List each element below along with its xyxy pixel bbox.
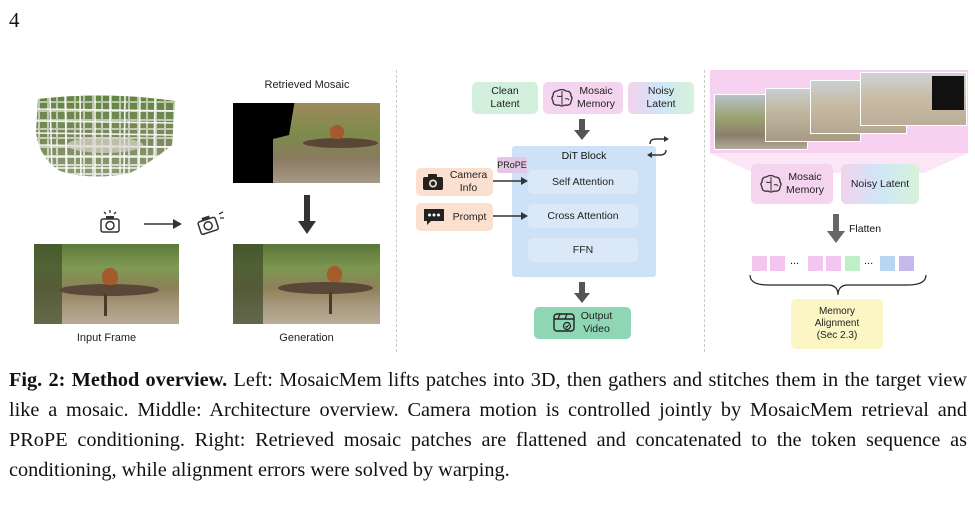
divider-left <box>396 70 397 352</box>
speech-bubble-icon <box>423 209 444 225</box>
page-number: 4 <box>9 8 20 32</box>
token-ellipsis: ... <box>790 255 800 267</box>
right-mosaic-memory-label: Mosaic Memory <box>786 171 824 196</box>
underbrace <box>749 274 927 296</box>
generation-image <box>233 244 380 324</box>
caption-body: Left: MosaicMem lifts patches into 3D, t… <box>9 369 968 481</box>
right-panel: Mosaic Memory Noisy Latent Flatten ... .… <box>708 60 975 360</box>
output-video-box: Output Video <box>534 307 631 339</box>
token <box>845 256 860 271</box>
token-ellipsis: ... <box>864 255 874 267</box>
retrieved-mosaic-label: Retrieved Mosaic <box>264 79 350 91</box>
camera-info-arrow <box>493 177 528 185</box>
prope-box: PRoPE <box>497 157 527 173</box>
output-video-label: Output Video <box>580 310 613 335</box>
token <box>752 256 767 271</box>
generation-label: Generation <box>279 332 334 344</box>
input-frame-label: Input Frame <box>76 332 137 344</box>
prompt-label: Prompt <box>452 210 487 223</box>
retrieved-mosaic-image <box>233 103 380 183</box>
brain-icon <box>760 174 782 193</box>
right-noisy-latent-box: Noisy Latent <box>841 164 919 204</box>
noisy-latent-box: Noisy Latent <box>628 82 694 114</box>
mosaic-memory-box: Mosaic Memory <box>543 82 623 114</box>
dit-block-label: DiT Block <box>561 150 607 162</box>
point-cloud-mosaic <box>35 94 176 178</box>
loop-arrows-icon <box>647 136 669 158</box>
token <box>899 256 914 271</box>
left-panel: Retrieved Mosaic Input F <box>0 60 395 360</box>
right-mosaic-memory-box: Mosaic Memory <box>751 164 833 204</box>
camera-info-box: Camera Info <box>416 168 493 196</box>
middle-panel: Clean Latent Mosaic Memory Noisy Latent … <box>400 60 705 360</box>
token <box>880 256 895 271</box>
input-frame-image <box>34 244 179 324</box>
ffn: FFN <box>528 238 638 262</box>
mosaic-memory-label: Mosaic Memory <box>577 85 615 110</box>
prompt-box: Prompt <box>416 203 493 231</box>
token <box>808 256 823 271</box>
figure-title: Method overview. <box>71 369 228 391</box>
divider-right <box>704 70 705 352</box>
token <box>826 256 841 271</box>
output-down-arrow <box>574 282 590 303</box>
figure-label: Fig. 2: <box>9 369 66 391</box>
video-icon <box>553 313 575 332</box>
right-arrow <box>144 219 182 229</box>
camera-icon <box>422 174 443 190</box>
camera-motion-icon <box>197 211 224 235</box>
flatten-arrow <box>827 214 845 243</box>
cross-attention: Cross Attention <box>528 204 638 228</box>
memory-down-arrow <box>574 119 590 140</box>
mosaic-frames <box>710 70 968 153</box>
self-attention: Self Attention <box>528 170 638 194</box>
flash-camera-icon <box>100 210 120 233</box>
camera-info-label: Camera Info <box>449 169 488 194</box>
generation-arrow <box>298 195 316 234</box>
prompt-arrow <box>493 212 528 220</box>
clean-latent-box: Clean Latent <box>472 82 538 114</box>
figure-caption: Fig. 2: Method overview. Left: MosaicMem… <box>9 365 967 485</box>
brain-icon <box>551 88 573 107</box>
token-row: ... ... <box>752 255 924 272</box>
flatten-label: Flatten <box>849 223 882 235</box>
frame-trapezoid <box>710 153 968 173</box>
token <box>770 256 785 271</box>
memory-alignment-box: Memory Alignment (Sec 2.3) <box>791 299 883 349</box>
